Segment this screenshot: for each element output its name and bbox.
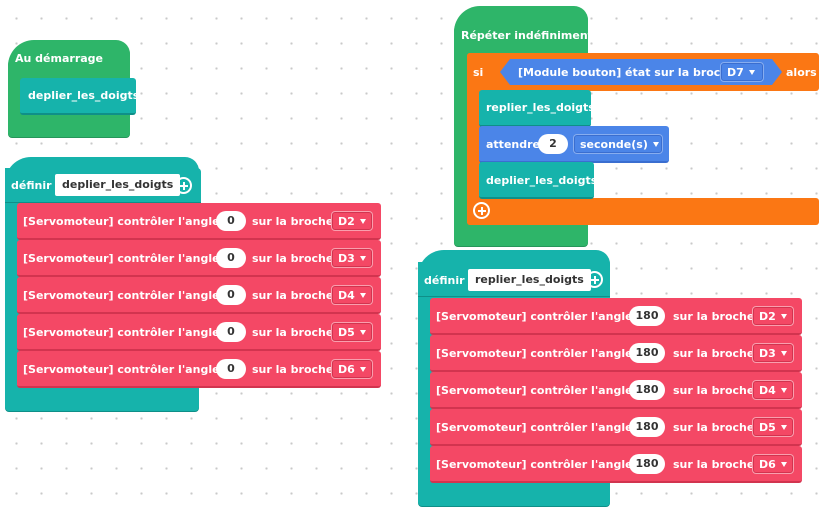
- servo-label: [Servomoteur] contrôler l'angle à: [436, 421, 644, 434]
- pin-label: sur la broche: [673, 458, 755, 471]
- servo-label: [Servomoteur] contrôler l'angle à: [23, 363, 231, 376]
- pin-dropdown[interactable]: D2: [752, 306, 794, 326]
- servo-label: [Servomoteur] contrôler l'angle à: [436, 458, 644, 471]
- pin-dropdown[interactable]: D5: [752, 417, 794, 437]
- then-label: alors: [786, 66, 817, 79]
- chevron-down-icon: [652, 141, 659, 147]
- servo-angle-block[interactable]: [17, 314, 381, 351]
- on-start-call-block[interactable]: [20, 78, 136, 115]
- condition-pin-value: D7: [727, 66, 744, 79]
- define-replier-label: définir: [424, 274, 465, 287]
- pin-dropdown[interactable]: D6: [331, 359, 373, 379]
- chevron-down-icon: [748, 69, 755, 75]
- condition-label: [Module bouton] état sur la broche: [518, 66, 736, 79]
- if-block-bottom[interactable]: [467, 198, 819, 225]
- angle-input[interactable]: 180: [629, 380, 665, 400]
- pin-value: D4: [338, 289, 355, 302]
- angle-input[interactable]: 0: [216, 285, 246, 305]
- condition-pin-dropdown[interactable]: D7: [720, 62, 764, 82]
- angle-input[interactable]: 0: [216, 211, 246, 231]
- call-deplier-block[interactable]: [479, 162, 594, 199]
- servo-angle-block[interactable]: [17, 277, 381, 314]
- chevron-down-icon: [359, 292, 366, 298]
- wait-unit-dropdown[interactable]: seconde(s): [573, 134, 663, 154]
- chevron-down-icon: [780, 387, 787, 393]
- pin-dropdown[interactable]: D3: [752, 343, 794, 363]
- servo-angle-block[interactable]: [430, 446, 802, 483]
- servo-label: [Servomoteur] contrôler l'angle à: [23, 215, 231, 228]
- pin-label: sur la broche: [252, 326, 334, 339]
- wait-label: attendre: [486, 138, 540, 151]
- pin-value: D5: [759, 421, 776, 434]
- pin-label: sur la broche: [252, 363, 334, 376]
- servo-angle-block[interactable]: [17, 351, 381, 388]
- servo-label: [Servomoteur] contrôler l'angle à: [436, 310, 644, 323]
- chevron-down-icon: [359, 329, 366, 335]
- pin-value: D3: [338, 252, 355, 265]
- pin-label: sur la broche: [252, 289, 334, 302]
- servo-angle-block[interactable]: [430, 409, 802, 446]
- if-block-side: [467, 53, 480, 225]
- call-replier-label: replier_les_doigts: [486, 101, 595, 114]
- servo-angle-block[interactable]: [430, 372, 802, 409]
- pin-label: sur la broche: [673, 347, 755, 360]
- pin-value: D4: [759, 384, 776, 397]
- angle-input[interactable]: 0: [216, 359, 246, 379]
- pin-label: sur la broche: [252, 215, 334, 228]
- pin-dropdown[interactable]: D4: [752, 380, 794, 400]
- pin-dropdown[interactable]: D2: [331, 211, 373, 231]
- servo-angle-block[interactable]: [430, 298, 802, 335]
- wait-unit-value: seconde(s): [580, 138, 648, 151]
- servo-angle-block[interactable]: [17, 203, 381, 240]
- define-deplier-name[interactable]: deplier_les_doigts: [55, 174, 181, 196]
- chevron-down-icon: [780, 350, 787, 356]
- chevron-down-icon: [359, 218, 366, 224]
- pin-dropdown[interactable]: D3: [331, 248, 373, 268]
- servo-label: [Servomoteur] contrôler l'angle à: [23, 252, 231, 265]
- pin-value: D2: [759, 310, 776, 323]
- add-parameter-icon[interactable]: [586, 271, 603, 288]
- wait-value-input[interactable]: 2: [538, 134, 568, 154]
- pin-dropdown[interactable]: D6: [752, 454, 794, 474]
- pin-value: D5: [338, 326, 355, 339]
- add-parameter-icon[interactable]: [175, 177, 192, 194]
- angle-input[interactable]: 180: [629, 454, 665, 474]
- servo-label: [Servomoteur] contrôler l'angle à: [436, 384, 644, 397]
- servo-angle-block[interactable]: [430, 335, 802, 372]
- pin-dropdown[interactable]: D5: [331, 322, 373, 342]
- angle-input[interactable]: 180: [629, 417, 665, 437]
- on-start-call-label: deplier_les_doigts: [28, 89, 140, 102]
- pin-value: D3: [759, 347, 776, 360]
- servo-label: [Servomoteur] contrôler l'angle à: [23, 289, 231, 302]
- chevron-down-icon: [359, 366, 366, 372]
- angle-input[interactable]: 0: [216, 322, 246, 342]
- chevron-down-icon: [780, 313, 787, 319]
- chevron-down-icon: [359, 255, 366, 261]
- forever-label: Répéter indéfiniment: [461, 29, 593, 42]
- angle-input[interactable]: 180: [629, 343, 665, 363]
- pin-label: sur la broche: [673, 421, 755, 434]
- define-replier-name[interactable]: replier_les_doigts: [468, 269, 591, 291]
- angle-input[interactable]: 0: [216, 248, 246, 268]
- if-label: si: [473, 66, 484, 79]
- pin-value: D6: [759, 458, 776, 471]
- call-deplier-label: deplier_les_doigts: [486, 174, 598, 187]
- pin-label: sur la broche: [673, 384, 755, 397]
- pin-value: D2: [338, 215, 355, 228]
- pin-label: sur la broche: [252, 252, 334, 265]
- servo-label: [Servomoteur] contrôler l'angle à: [23, 326, 231, 339]
- pin-dropdown[interactable]: D4: [331, 285, 373, 305]
- chevron-down-icon: [780, 424, 787, 430]
- angle-input[interactable]: 180: [629, 306, 665, 326]
- servo-label: [Servomoteur] contrôler l'angle à: [436, 347, 644, 360]
- servo-angle-block[interactable]: [17, 240, 381, 277]
- add-else-icon[interactable]: [473, 202, 490, 219]
- chevron-down-icon: [780, 461, 787, 467]
- pin-label: sur la broche: [673, 310, 755, 323]
- define-deplier-label: définir: [11, 179, 52, 192]
- on-start-label: Au démarrage: [15, 52, 103, 65]
- pin-value: D6: [338, 363, 355, 376]
